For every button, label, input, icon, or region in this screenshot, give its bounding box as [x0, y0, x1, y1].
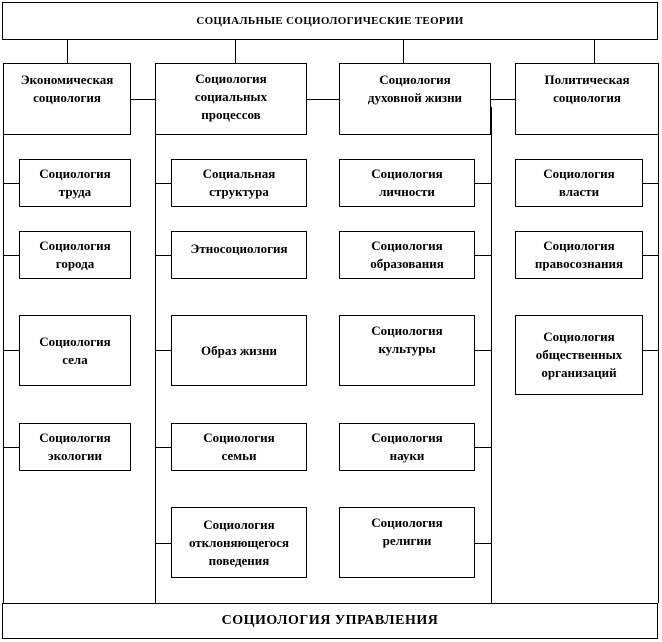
footer-title: СОЦИОЛОГИЯ УПРАВЛЕНИЯ: [221, 613, 439, 628]
node-power: Социология власти: [515, 159, 643, 207]
column-head-political: Политическая социология: [515, 63, 659, 135]
node-label: Социология науки: [371, 430, 443, 463]
node-social-structure: Социальная структура: [171, 159, 307, 207]
node-label: Социология культуры: [371, 323, 443, 356]
node-labor: Социология труда: [19, 159, 131, 207]
column-head-spiritual-life: Социология духовной жизни: [339, 63, 491, 135]
node-label: Социология правосознания: [534, 238, 624, 271]
header-title: СОЦИАЛЬНЫЕ СОЦИОЛОГИЧЕСКИЕ ТЕОРИИ: [196, 15, 464, 27]
node-ethnosociology: Этносоциология: [171, 231, 307, 279]
node-label: Социология экологии: [39, 430, 111, 463]
node-village: Социология села: [19, 315, 131, 386]
node-label: Социология труда: [39, 166, 111, 199]
footer-box: СОЦИОЛОГИЯ УПРАВЛЕНИЯ: [2, 603, 658, 639]
header-box: СОЦИАЛЬНЫЕ СОЦИОЛОГИЧЕСКИЕ ТЕОРИИ: [2, 2, 658, 40]
node-label: Социология семьи: [203, 430, 275, 463]
column-head-label: Социология духовной жизни: [367, 72, 463, 105]
column-head-social-processes: Социология социальных процессов: [155, 63, 307, 135]
column-head-label: Экономическая социология: [20, 72, 114, 105]
node-label: Социология села: [39, 333, 111, 367]
column-head-label: Политическая социология: [544, 72, 630, 105]
node-religion: Социология религии: [339, 507, 475, 578]
node-label: Социальная структура: [202, 166, 276, 199]
column-head-economic: Экономическая социология: [3, 63, 131, 135]
node-deviant-behavior: Социология отклоняющегося поведения: [171, 507, 307, 578]
node-label: Социология власти: [543, 166, 615, 199]
node-label: Социология общественных организаций: [535, 329, 623, 380]
node-label: Социология города: [39, 238, 111, 271]
node-science: Социология науки: [339, 423, 475, 471]
node-label: Социология личности: [371, 166, 443, 199]
node-ecology: Социология экологии: [19, 423, 131, 471]
column-head-label: Социология социальных процессов: [194, 71, 268, 122]
node-family: Социология семьи: [171, 423, 307, 471]
node-personality: Социология личности: [339, 159, 475, 207]
node-label: Образ жизни: [201, 342, 277, 358]
node-culture: Социология культуры: [339, 315, 475, 386]
node-city: Социология города: [19, 231, 131, 279]
node-label: Социология религии: [371, 515, 443, 548]
node-label: Социология образования: [370, 238, 444, 271]
node-public-organizations: Социология общественных организаций: [515, 315, 643, 395]
node-education: Социология образования: [339, 231, 475, 279]
node-legal-consciousness: Социология правосознания: [515, 231, 643, 279]
node-lifestyle: Образ жизни: [171, 315, 307, 386]
node-label: Этносоциология: [190, 241, 288, 256]
node-label: Социология отклоняющегося поведения: [188, 516, 290, 568]
